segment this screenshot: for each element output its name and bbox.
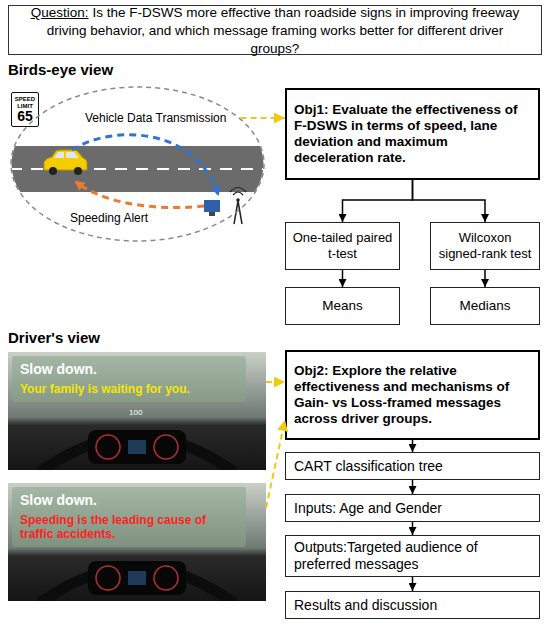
dashed-link-arrow	[266, 381, 285, 383]
question-box: Question:Is the F-DSWS more effective th…	[8, 5, 542, 55]
steering-wheel	[40, 437, 234, 470]
gauge	[96, 566, 120, 590]
process-text: Inputs: Age and Gender	[294, 500, 531, 517]
statistic-text: Means	[292, 298, 393, 314]
dashed-link-arrow	[240, 117, 285, 119]
monitor-stand	[209, 212, 215, 216]
text-group: CART classification tree	[294, 458, 531, 475]
signal-wave	[230, 188, 246, 193]
text-group: Obj1: Evaluate the effectiveness of F-DS…	[294, 102, 531, 167]
instrument-cluster	[88, 561, 186, 595]
roadside-unit-icon	[204, 188, 246, 225]
text-group: Outputs:Targeted audience of preferred m…	[294, 539, 531, 573]
objective-text: Obj2: Explore the relative effectiveness…	[294, 363, 531, 428]
speeding-alert-arrow	[76, 182, 204, 208]
question-label: Question:	[31, 5, 89, 20]
sign-number: 65	[13, 109, 37, 123]
antenna-tip	[236, 198, 240, 202]
method-box: Wilcoxon signed-rank test	[430, 222, 540, 270]
process-box: CART classification tree	[285, 452, 540, 480]
driver-view-screen: Slow down. Speeding is the leading cause …	[8, 483, 266, 601]
process-text: Results and discussion	[294, 597, 531, 614]
sign-text: SPEED LIMIT	[13, 96, 37, 109]
statistic-box: Medians	[430, 287, 540, 325]
hud-message: Speeding is the leading cause of traffic…	[20, 513, 235, 542]
process-text: CART classification tree	[294, 458, 531, 475]
process-box: Results and discussion	[285, 591, 540, 619]
text-group: Wilcoxon signed-rank test	[437, 230, 533, 261]
statistic-text: Medians	[437, 298, 533, 314]
dashboard-illustration	[8, 352, 266, 470]
windshield	[8, 483, 266, 601]
windshield	[8, 352, 266, 470]
process-box: Outputs:Targeted audience of preferred m…	[285, 535, 540, 577]
flow-arrow	[412, 522, 414, 535]
text-group: Inputs: Age and Gender	[294, 500, 531, 517]
method-text: One-tailed paired t-test	[292, 230, 393, 261]
instrument-cluster	[88, 430, 186, 464]
car-wheel	[49, 167, 57, 175]
speed-limit-sign: SPEED LIMIT65	[11, 92, 39, 127]
text-group: SPEED LIMIT65	[13, 96, 37, 123]
method-box: One-tailed paired t-test	[285, 222, 400, 270]
question-text: Is the F-DSWS more effective than roadsi…	[47, 5, 520, 56]
ellipse-outline	[11, 87, 264, 241]
process-text: Outputs:Targeted audience of preferred m…	[294, 539, 531, 573]
gauge	[96, 435, 120, 459]
text-group: One-tailed paired t-test	[292, 230, 393, 261]
hud-text: Slow down.	[20, 361, 240, 378]
road	[10, 146, 266, 192]
road-illustration	[10, 146, 266, 192]
process-box: Inputs: Age and Gender	[285, 494, 540, 522]
display	[128, 440, 146, 454]
gauge	[154, 566, 178, 590]
objective-box: Obj1: Evaluate the effectiveness of F-DS…	[285, 88, 540, 180]
section-label: Driver's view	[8, 329, 100, 346]
flow-arrow	[413, 180, 486, 222]
gauge	[154, 435, 178, 459]
birds-eye-ellipse: Vehicle Data TransmissionSpeeding Alert	[10, 86, 265, 242]
statistic-box: Means	[285, 287, 400, 325]
signal-label: Speeding Alert	[70, 211, 180, 225]
text-group: Results and discussion	[294, 597, 531, 614]
section-label: Birds-eye view	[8, 61, 113, 78]
flow-arrow	[412, 440, 414, 452]
flow-arrow	[343, 180, 413, 222]
car-window	[54, 152, 64, 158]
car-icon	[44, 150, 87, 175]
hud-text: Slow down.	[20, 492, 240, 509]
objective-text: Obj1: Evaluate the effectiveness of F-DS…	[294, 102, 531, 167]
hud-panel	[12, 487, 246, 547]
signal-wave	[233, 192, 243, 195]
flow-arrow	[342, 270, 344, 287]
steering-wheel	[40, 568, 234, 601]
signal-label: Vehicle Data Transmission	[85, 111, 235, 125]
speed-readout: 100	[129, 408, 159, 418]
car-body	[44, 150, 87, 170]
text-group: Question:Is the F-DSWS more effective th…	[23, 3, 527, 58]
car-window	[66, 152, 79, 158]
flow-arrow	[412, 480, 414, 494]
monitor	[204, 200, 220, 212]
objective-box: Obj2: Explore the relative effectiveness…	[285, 350, 540, 440]
text-group: Obj2: Explore the relative effectiveness…	[294, 363, 531, 428]
hud-message: Your family is waiting for you.	[20, 382, 256, 396]
display	[128, 571, 146, 585]
method-text: Wilcoxon signed-rank test	[437, 230, 533, 261]
dashboard-illustration	[8, 483, 266, 601]
text-group: Means	[292, 298, 393, 314]
flow-arrow	[484, 270, 486, 287]
car-wheel	[74, 167, 82, 175]
data-transmission-arrow	[72, 135, 218, 194]
driver-view-screen: Slow down. Your family is waiting for you…	[8, 352, 266, 470]
dashed-link-arrow	[266, 420, 285, 508]
text-group: Medians	[437, 298, 533, 314]
flow-arrow	[412, 577, 414, 591]
